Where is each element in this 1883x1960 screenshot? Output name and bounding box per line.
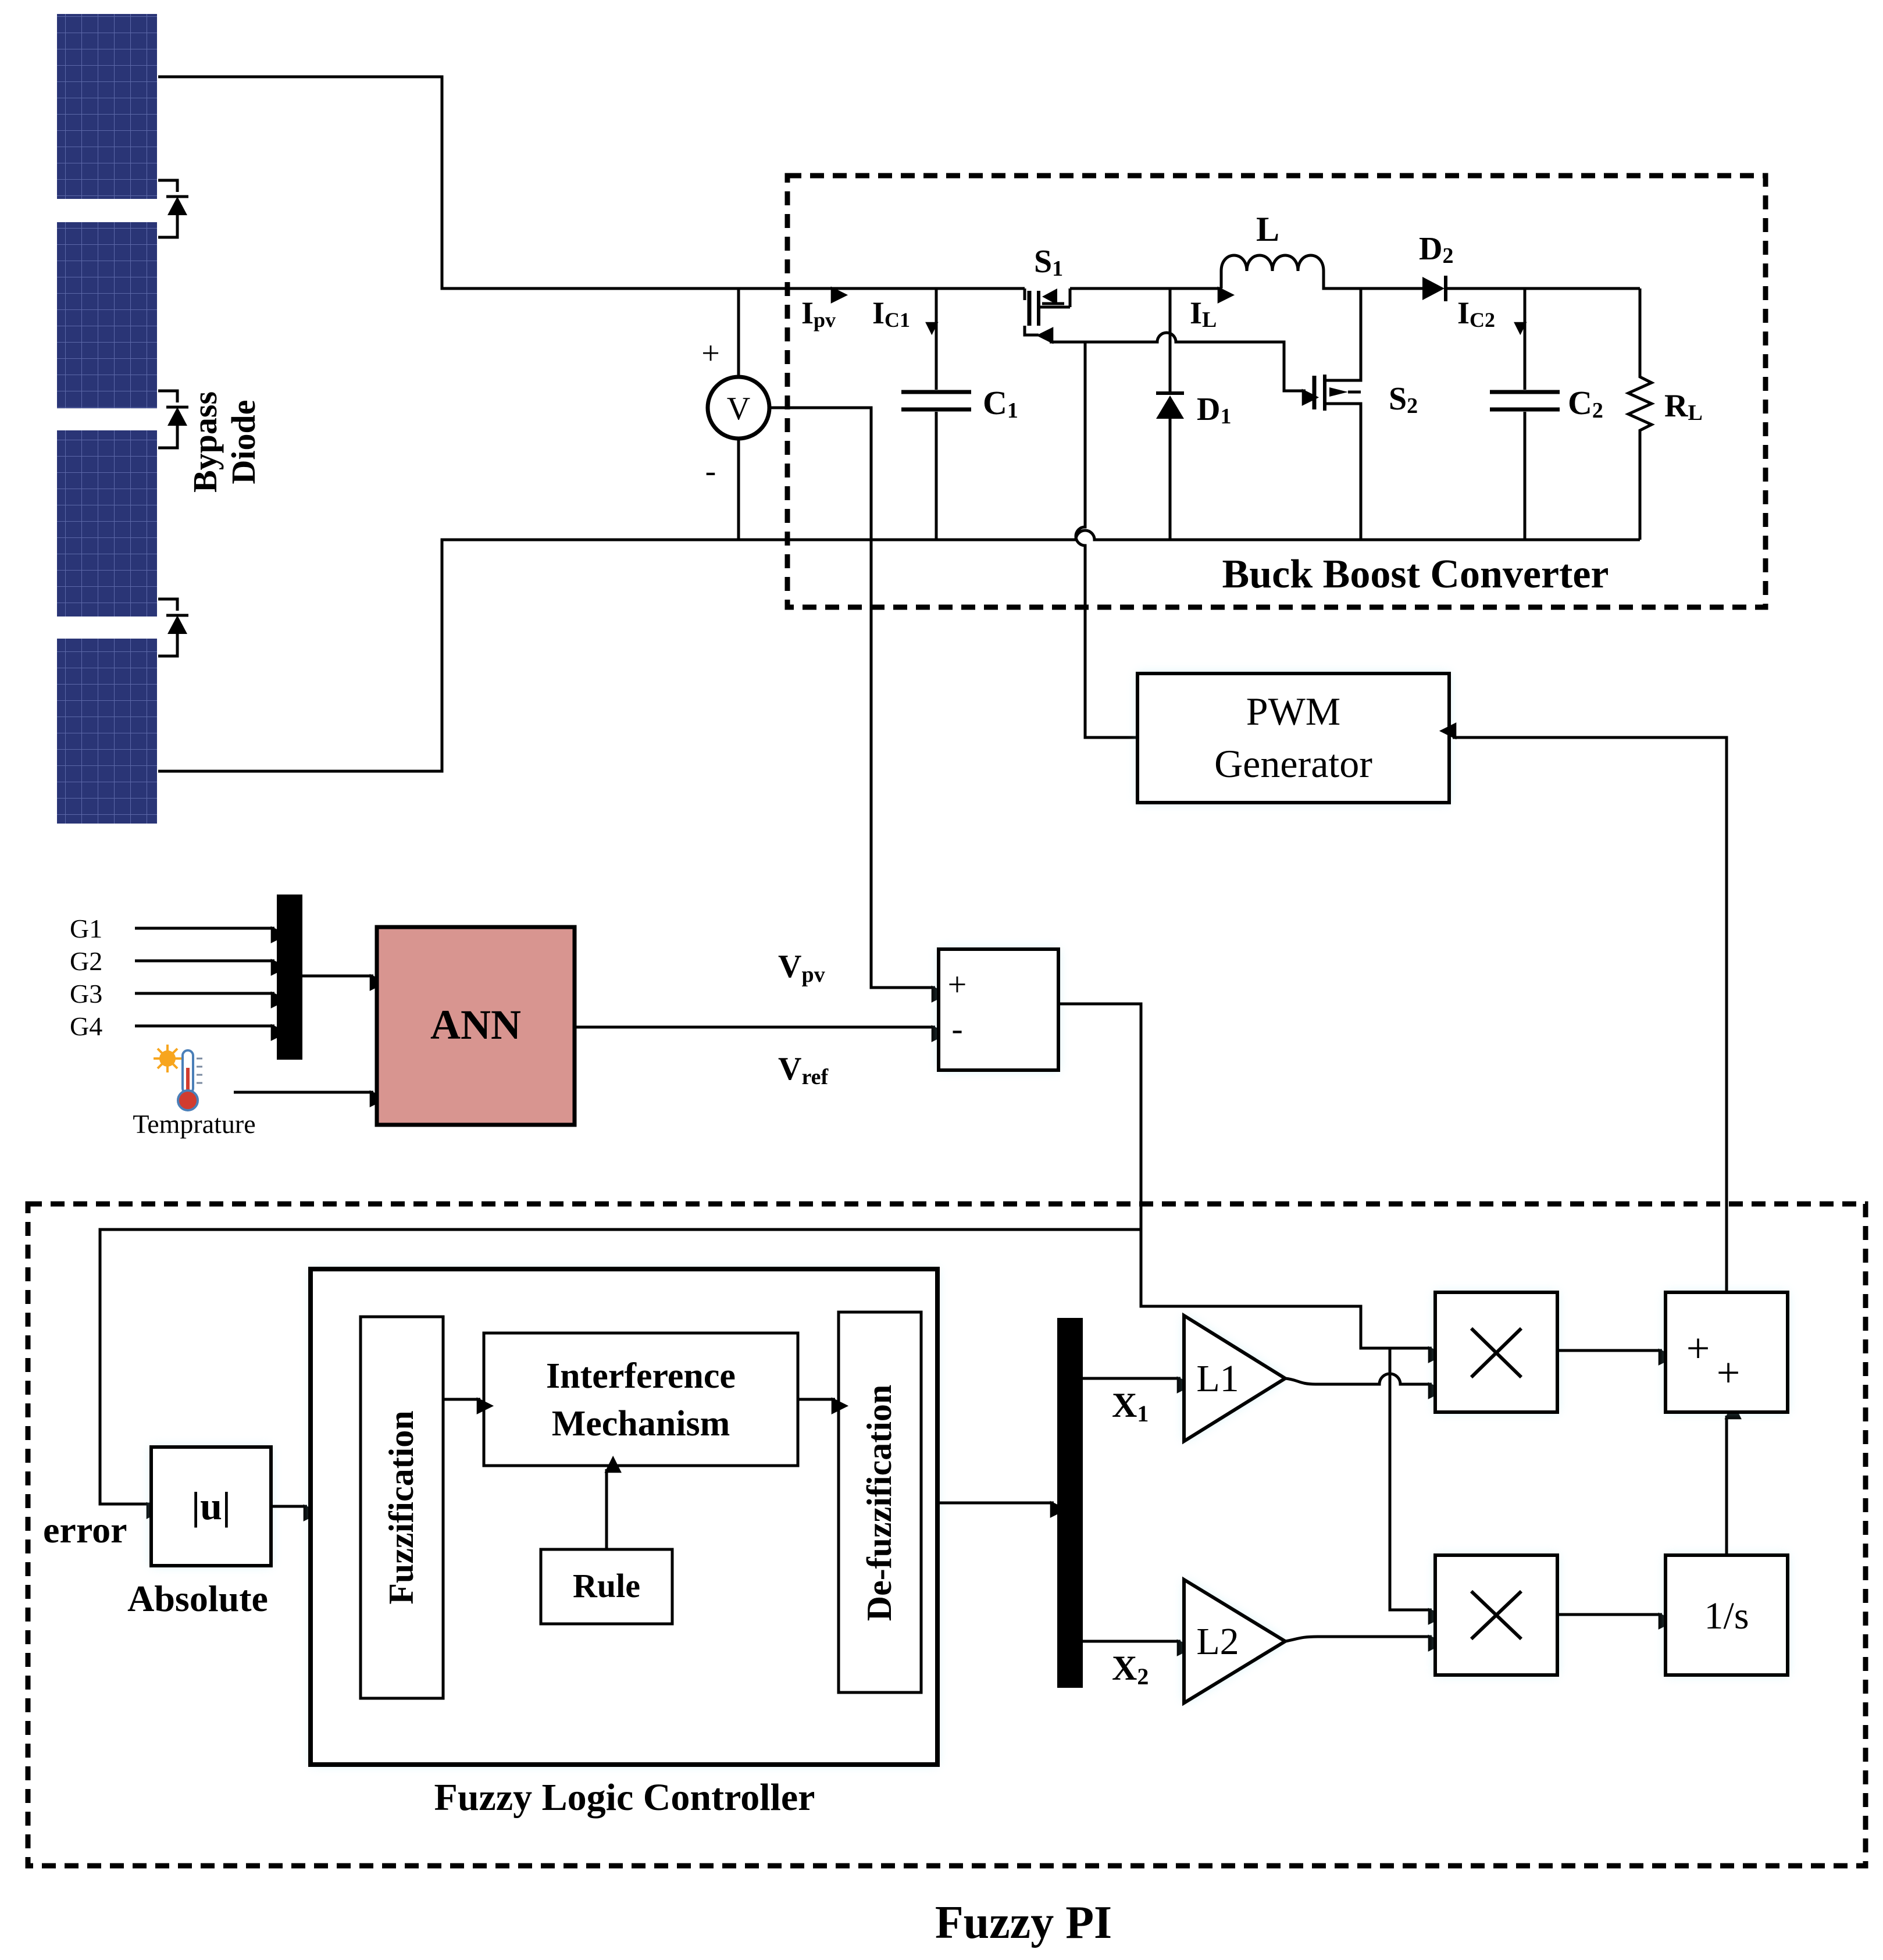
d1-label: D1 <box>1197 391 1231 429</box>
thermometer-icon <box>154 1045 202 1111</box>
inductor-l <box>1198 254 1426 304</box>
ann-section: G1 G2 G3 G4 Temprature ANN <box>70 895 949 1139</box>
bypass-label-line1: Bypass <box>186 391 224 493</box>
capacitor-c1 <box>901 288 971 540</box>
pv-panel-3 <box>57 430 157 616</box>
gain-l2 <box>1182 1576 1289 1706</box>
c1-label: C1 <box>983 384 1018 423</box>
s1-label: S1 <box>1034 244 1063 281</box>
bypass-diode-1 <box>158 179 188 239</box>
input-mux-bar <box>277 895 302 1060</box>
switch-s1 <box>1023 287 1221 337</box>
buck-boost-converter: Buck Boost Converter Ipv IC1 C1 <box>739 173 1768 739</box>
input-g4: G4 <box>70 1011 102 1041</box>
output-demux-bar <box>1057 1318 1083 1688</box>
d2-label: D2 <box>1419 231 1453 268</box>
ipv-label: Ipv <box>801 295 836 332</box>
input-g3: G3 <box>70 979 102 1008</box>
input-g2: G2 <box>70 946 102 976</box>
pv-positive-lead <box>158 75 820 290</box>
integrator-label: 1/s <box>1704 1595 1749 1637</box>
voltmeter-symbol: V <box>727 391 750 427</box>
interference-block <box>482 1331 800 1467</box>
diode-d1 <box>1156 288 1184 540</box>
sum-plus-2: + <box>1717 1349 1741 1396</box>
summer-minus: - <box>951 1010 962 1047</box>
bypass-diode-3 <box>158 597 188 658</box>
summer-plus: + <box>948 965 967 1003</box>
input-g1: G1 <box>70 914 102 943</box>
load-resistor-rl <box>1624 288 1656 540</box>
interference-line2: Mechanism <box>552 1404 730 1444</box>
integrator-block <box>1664 1553 1789 1677</box>
ann-label: ANN <box>430 1002 521 1048</box>
pwm-generator: PWM Generator <box>1136 672 1451 804</box>
error-label: error <box>43 1509 127 1551</box>
absolute-label: Absolute <box>127 1578 268 1619</box>
c2-label: C2 <box>1568 384 1603 423</box>
vpv-measurement-wire <box>769 406 949 1003</box>
pv-array: Bypass Diode <box>57 14 820 824</box>
gain-l1-output <box>1285 1372 1446 1399</box>
switch-s2 <box>1312 288 1363 540</box>
pv-panel-1 <box>57 14 157 199</box>
gain-l1-label: L1 <box>1196 1357 1239 1400</box>
rule-block <box>539 1548 674 1626</box>
gain-l2-label: L2 <box>1196 1620 1239 1663</box>
bypass-label-line2: Diode <box>224 400 262 484</box>
ic1-label: IC1 <box>872 295 910 332</box>
fuzzy-pi-boundary <box>25 1201 1868 1869</box>
pv-panel-4 <box>57 639 157 824</box>
multiply-icon-1 <box>1470 1327 1523 1379</box>
interference-line1: Interference <box>546 1356 736 1396</box>
diode-d2 <box>1422 276 1640 301</box>
converter-title: Buck Boost Converter <box>1222 552 1609 597</box>
absolute-symbol: |u| <box>191 1484 231 1528</box>
flc-title: Fuzzy Logic Controller <box>434 1776 815 1819</box>
error-summer: + - Vpv Vref <box>778 947 1060 1089</box>
gain-l1 <box>1182 1312 1289 1445</box>
fuzzy-pi-section: Fuzzy PI error |u| Absolute Fuzzy Logic … <box>25 722 1868 1948</box>
summer-block <box>937 947 1060 1072</box>
defuzzification-label: De-fuzzification <box>860 1385 898 1622</box>
pv-negative-lead <box>158 538 739 773</box>
voltmeter-minus: - <box>705 453 716 489</box>
multiply-icon-2 <box>1470 1590 1523 1641</box>
sum-plus-1: + <box>1686 1325 1710 1371</box>
rule-label: Rule <box>573 1567 640 1605</box>
pwm-line1: PWM <box>1246 689 1340 733</box>
error-signal-wire <box>98 1002 1143 1519</box>
fuzzification-block <box>359 1315 445 1700</box>
ic2-label: IC2 <box>1457 295 1495 332</box>
bypass-diode-2 <box>158 389 188 450</box>
duty-cycle-wire <box>1439 722 1728 1292</box>
s2-label: S2 <box>1389 381 1418 418</box>
sum-block <box>1664 1291 1789 1414</box>
fuzzy-pi-title: Fuzzy PI <box>935 1897 1112 1948</box>
x2-label: X2 <box>1112 1649 1149 1690</box>
pwm-line2: Generator <box>1214 742 1372 786</box>
vpv-label: Vpv <box>778 949 825 987</box>
l-label: L <box>1256 210 1279 248</box>
voltmeter: V + - <box>701 288 949 1003</box>
fuzzification-label: Fuzzification <box>382 1410 420 1604</box>
rl-label: RL <box>1664 388 1703 425</box>
x1-label: X1 <box>1112 1386 1149 1427</box>
voltmeter-plus: + <box>701 336 720 372</box>
il-label: IL <box>1190 295 1217 332</box>
pv-panel-2 <box>57 222 157 408</box>
gate-signal-s2 <box>1085 331 1319 406</box>
defuzzification-block <box>837 1310 923 1694</box>
temperature-label: Temprature <box>133 1109 255 1139</box>
gain-l2-output <box>1285 1634 1446 1652</box>
converter-boundary <box>784 173 1768 610</box>
capacitor-c2 <box>1490 288 1560 540</box>
vref-label: Vref <box>778 1051 829 1089</box>
